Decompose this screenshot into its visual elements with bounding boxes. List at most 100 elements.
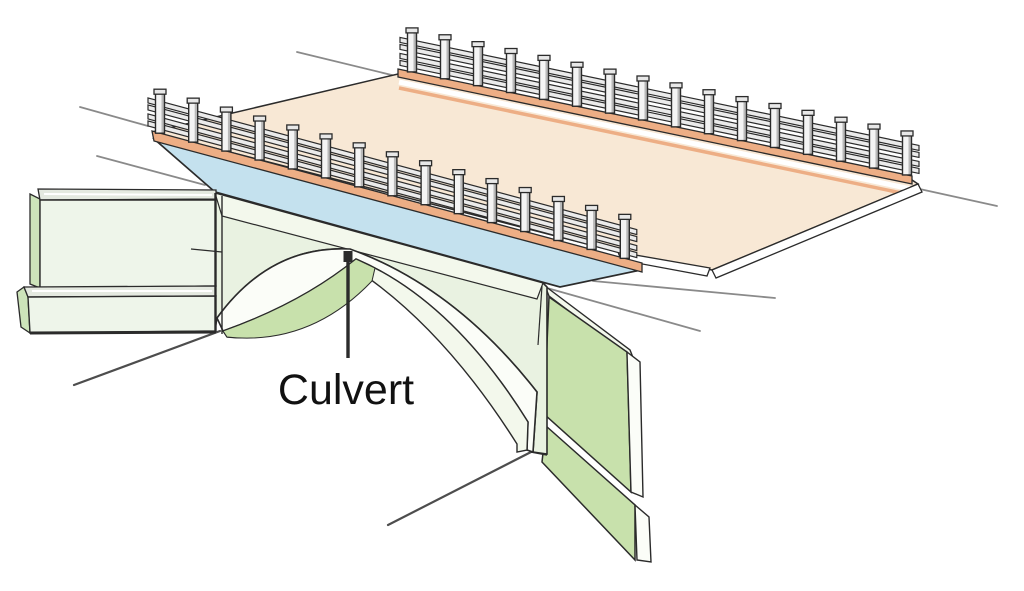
post-body xyxy=(869,128,879,169)
guardrail-post xyxy=(735,95,749,142)
deck-right-edge-strip xyxy=(711,183,923,279)
post-shade xyxy=(710,94,714,134)
road-continuation-lines xyxy=(79,51,998,332)
guardrail-post xyxy=(669,82,683,128)
post-body xyxy=(539,59,549,100)
post-cap xyxy=(252,115,267,122)
post-shade xyxy=(908,135,912,175)
post-shade xyxy=(512,53,516,93)
post-cap xyxy=(186,97,200,104)
post-body xyxy=(221,111,231,152)
post-shade xyxy=(611,74,615,114)
headwall-top-band xyxy=(214,192,544,300)
post-cap xyxy=(570,61,584,68)
post-body xyxy=(605,73,615,114)
post-body xyxy=(902,134,912,175)
far-curb-lower-strip xyxy=(398,86,912,197)
guardrail-post xyxy=(485,177,499,224)
label-group: Culvert xyxy=(278,251,414,414)
post-cap xyxy=(636,75,650,82)
post-cap xyxy=(551,195,566,203)
post-cap xyxy=(405,27,419,34)
post-cap xyxy=(603,68,617,75)
stream-lines xyxy=(72,329,533,527)
post-cap xyxy=(618,213,632,221)
post-shade xyxy=(194,103,198,143)
left-wall-coping-highlight xyxy=(43,193,213,196)
post-body xyxy=(572,66,582,107)
post-body xyxy=(454,173,464,214)
post-body xyxy=(620,218,630,259)
guardrail-post xyxy=(186,97,200,143)
post-body xyxy=(321,137,331,178)
post-shade xyxy=(413,32,417,72)
left-wing-wall xyxy=(16,188,223,335)
post-cap xyxy=(702,89,716,96)
guardrail-post xyxy=(286,124,300,170)
post-shade xyxy=(776,108,780,148)
post-shade xyxy=(593,210,597,250)
guardrail-post xyxy=(603,68,617,114)
guardrail-post xyxy=(153,88,167,134)
post-shade xyxy=(227,112,231,152)
post-cap xyxy=(537,54,551,62)
post-shade xyxy=(842,122,846,162)
guardrail-post xyxy=(385,151,400,197)
post-body xyxy=(803,114,813,155)
post-shade xyxy=(743,101,747,141)
post-body xyxy=(587,209,597,250)
post-shade xyxy=(545,60,549,100)
far-guardrail xyxy=(399,27,920,176)
post-shade xyxy=(161,94,165,134)
post-cap xyxy=(485,177,499,185)
near-curb xyxy=(151,130,643,273)
post-shade xyxy=(393,156,397,196)
post-shade xyxy=(261,121,265,161)
guardrail-post xyxy=(438,34,452,80)
post-body xyxy=(188,102,198,143)
post-cap xyxy=(418,160,433,167)
culvert-label: Culvert xyxy=(278,366,414,414)
headwall xyxy=(214,191,548,456)
pilaster-edge-line xyxy=(537,285,543,346)
post-cap xyxy=(834,116,848,123)
post-cap xyxy=(669,82,683,89)
left-footing-shadow xyxy=(29,330,217,335)
post-shade xyxy=(479,46,483,86)
stream-line-left xyxy=(72,329,222,387)
post-body xyxy=(473,45,483,86)
guardrail-post xyxy=(900,130,914,176)
road-line-near-right-upper xyxy=(592,280,776,299)
guardrail-post xyxy=(405,27,419,73)
post-body xyxy=(671,86,681,127)
post-shade xyxy=(446,39,450,79)
post-cap xyxy=(286,124,300,131)
post-shade xyxy=(559,201,563,241)
road-line-near-left-lower xyxy=(96,155,206,186)
post-body xyxy=(421,164,431,205)
guardrail-post xyxy=(319,133,333,179)
post-shade xyxy=(360,147,364,187)
post-cap xyxy=(584,204,599,212)
post-shade xyxy=(327,138,331,178)
post-shade xyxy=(626,219,630,259)
right-wall-upper-edge xyxy=(626,350,644,499)
guardrail-post xyxy=(352,142,366,188)
guardrail-post xyxy=(702,89,716,135)
post-shade xyxy=(294,129,298,169)
guardrail-post xyxy=(636,75,650,121)
stream-line-right xyxy=(386,450,533,527)
right-wall-lower-edge xyxy=(634,503,652,563)
post-cap xyxy=(867,123,881,130)
post-body xyxy=(407,31,417,72)
post-cap xyxy=(504,47,518,55)
post-shade xyxy=(677,87,681,127)
post-cap xyxy=(801,109,815,116)
post-cap xyxy=(900,130,914,137)
post-shade xyxy=(460,174,464,214)
post-body xyxy=(836,121,846,162)
road-line-far-left xyxy=(296,51,401,78)
guardrail-post xyxy=(570,61,584,107)
